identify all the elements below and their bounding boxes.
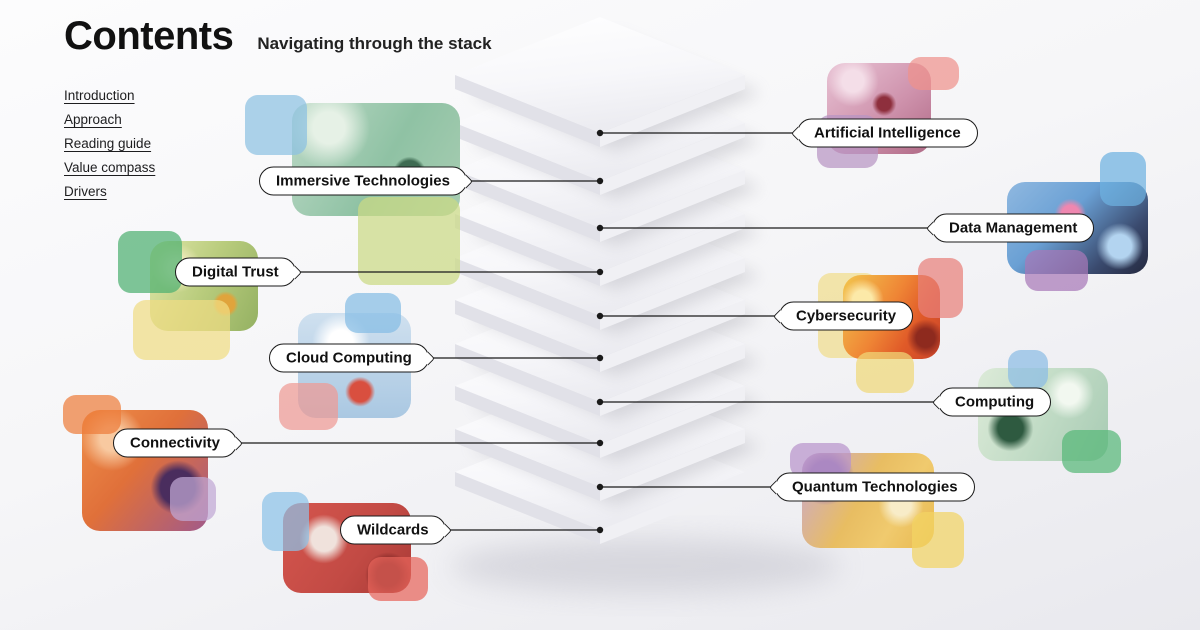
wildcards-accent-blue [262,492,309,551]
cloud-computing-accent-blue [345,293,401,333]
topic-pill-digital-trust[interactable]: Digital Trust [175,257,296,287]
topic-pill-computing[interactable]: Computing [938,387,1052,417]
topic-pill-cybersecurity[interactable]: Cybersecurity [779,301,914,331]
sidebar-link-approach[interactable]: Approach [64,112,122,127]
connectivity-accent-orange [63,395,121,434]
header: Contents Navigating through the stack [64,14,492,59]
computing-accent-green [1062,430,1121,473]
stack-layer-1 [455,17,745,147]
sidebar-link-introduction[interactable]: Introduction [64,88,135,103]
page-title: Contents [64,14,234,58]
quantum-accent-yellow [912,512,964,568]
cloud-computing-accent-salmon [279,383,338,430]
data-management-accent-blue [1100,152,1146,206]
sidebar: Introduction Approach Reading guide Valu… [64,88,155,199]
topic-pill-immersive-technologies[interactable]: Immersive Technologies [259,166,467,196]
cybersecurity-accent-red [918,258,963,318]
digital-trust-accent-green [118,231,182,293]
connectivity-accent-lavender [170,477,216,521]
computing-accent-blue [1008,350,1048,389]
topic-pill-artificial-intelligence[interactable]: Artificial Intelligence [797,118,978,148]
topic-pill-wildcards[interactable]: Wildcards [340,515,446,545]
data-management-accent-purple [1025,250,1088,291]
topic-pill-connectivity[interactable]: Connectivity [113,428,238,458]
ai-accent-salmon [908,57,959,90]
page-subtitle: Navigating through the stack [257,34,492,53]
wildcards-accent-red [368,557,428,601]
sidebar-link-value-compass[interactable]: Value compass [64,160,156,175]
sidebar-link-drivers[interactable]: Drivers [64,184,107,199]
cybersecurity-accent-yellow [856,352,914,393]
immersive-accent-blue [245,95,307,155]
sidebar-link-reading-guide[interactable]: Reading guide [64,136,152,151]
topic-pill-cloud-computing[interactable]: Cloud Computing [269,343,429,373]
immersive-accent-green [358,197,460,285]
topic-pill-data-management[interactable]: Data Management [932,213,1095,243]
topic-pill-quantum-technologies[interactable]: Quantum Technologies [775,472,975,502]
digital-trust-accent-yellow [133,300,230,360]
